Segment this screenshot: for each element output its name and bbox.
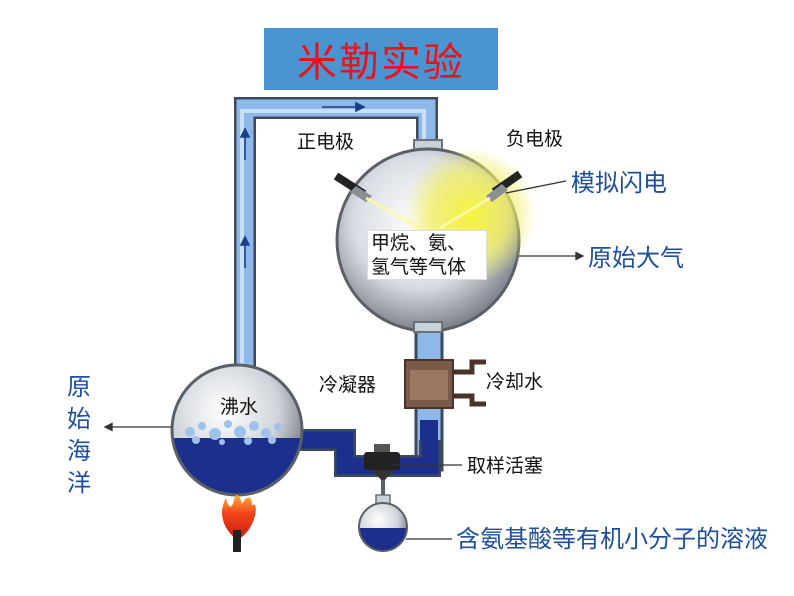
cooling-water-label: 冷却水	[486, 371, 544, 393]
condenser-label: 冷凝器	[319, 374, 377, 396]
simulated-lightning-label: 模拟闪电	[571, 169, 667, 197]
collection-flask	[358, 494, 408, 552]
primitive-ocean-label: 原始海洋	[67, 373, 91, 497]
title-banner: 米勒实验	[264, 28, 498, 90]
gases-line-2: 氢气等气体	[371, 256, 467, 278]
negative-electrode-label: 负电极	[506, 128, 564, 150]
positive-electrode-label: 正电极	[297, 131, 355, 153]
gases-line-1: 甲烷、氨、	[371, 232, 467, 254]
page-title: 米勒实验	[297, 40, 465, 86]
result-solution-label: 含氨基酸等有机小分子的溶液	[456, 525, 768, 553]
flame	[221, 494, 256, 552]
electrodes	[333, 170, 523, 230]
gases-box: 甲烷、氨、 氢气等气体	[367, 230, 487, 280]
u-tube	[300, 429, 441, 477]
boiling-water-label: 沸水	[220, 396, 259, 418]
primitive-atmosphere-label: 原始大气	[588, 244, 684, 272]
condenser-jacket	[404, 359, 486, 409]
sampling-stopcock-label: 取样活塞	[467, 455, 544, 477]
ocean-flask	[170, 363, 304, 497]
leader-lines	[103, 180, 585, 540]
